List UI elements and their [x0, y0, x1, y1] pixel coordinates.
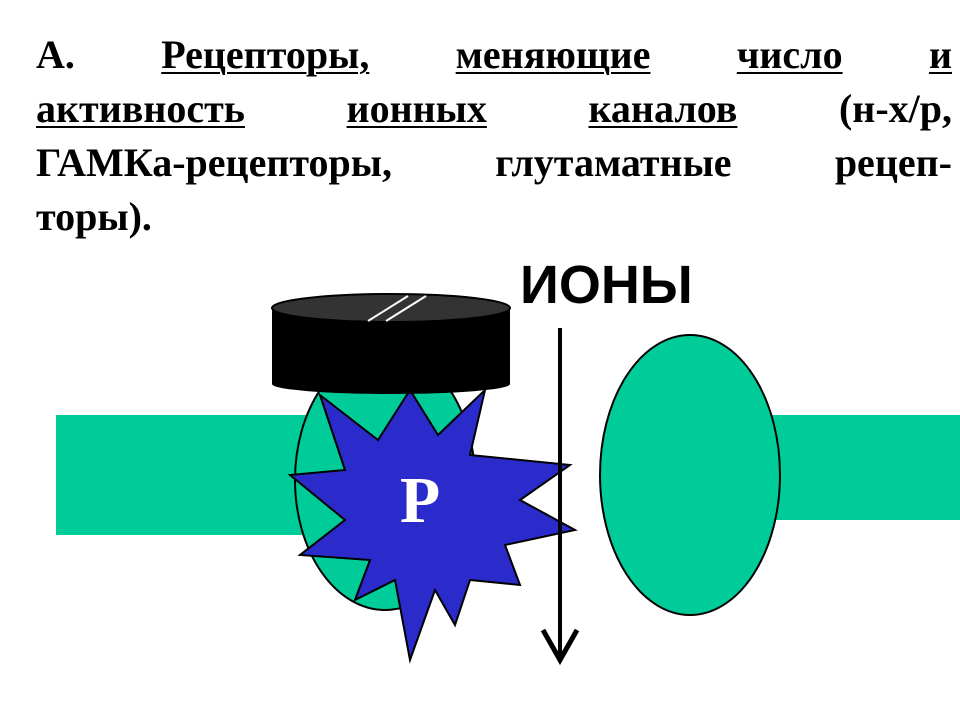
heading-word: активность	[36, 86, 245, 131]
slide-heading: А. Рецепторы, меняющие число и активност…	[36, 28, 952, 244]
heading-line-4: торы).	[36, 190, 952, 244]
ligand-cap-top	[271, 293, 511, 323]
receptor-label: Р	[400, 464, 440, 537]
heading-word: число	[736, 32, 843, 77]
cap-highlight	[385, 295, 427, 322]
heading-line-1: А. Рецепторы, меняющие число и	[36, 28, 952, 82]
heading-line-2: активность ионных каналов (н-х/р,	[36, 82, 952, 136]
ligand-cap-bottom	[272, 374, 510, 394]
heading-word: меняющие	[455, 32, 651, 77]
heading-word: ГАМКа-рецепторы,	[36, 140, 392, 185]
heading-word: рецеп-	[834, 140, 952, 185]
heading-word: каналов	[588, 86, 738, 131]
heading-word: и	[928, 32, 952, 77]
heading-word: глутаматные	[495, 140, 732, 185]
heading-word: ионных	[346, 86, 487, 131]
ion-arrow-head	[540, 628, 580, 666]
receptor-star	[287, 386, 578, 664]
ions-label: ИОНЫ	[520, 255, 693, 315]
heading-word: торы).	[36, 194, 152, 239]
heading-word: Рецепторы,	[161, 32, 370, 77]
cap-highlight	[367, 295, 409, 322]
heading-line-3: ГАМКа-рецепторы, глутаматные рецеп-	[36, 136, 952, 190]
heading-prefix: А.	[36, 32, 75, 77]
channel-right-lobe	[599, 334, 781, 616]
heading-word: (н-х/р,	[838, 86, 952, 131]
